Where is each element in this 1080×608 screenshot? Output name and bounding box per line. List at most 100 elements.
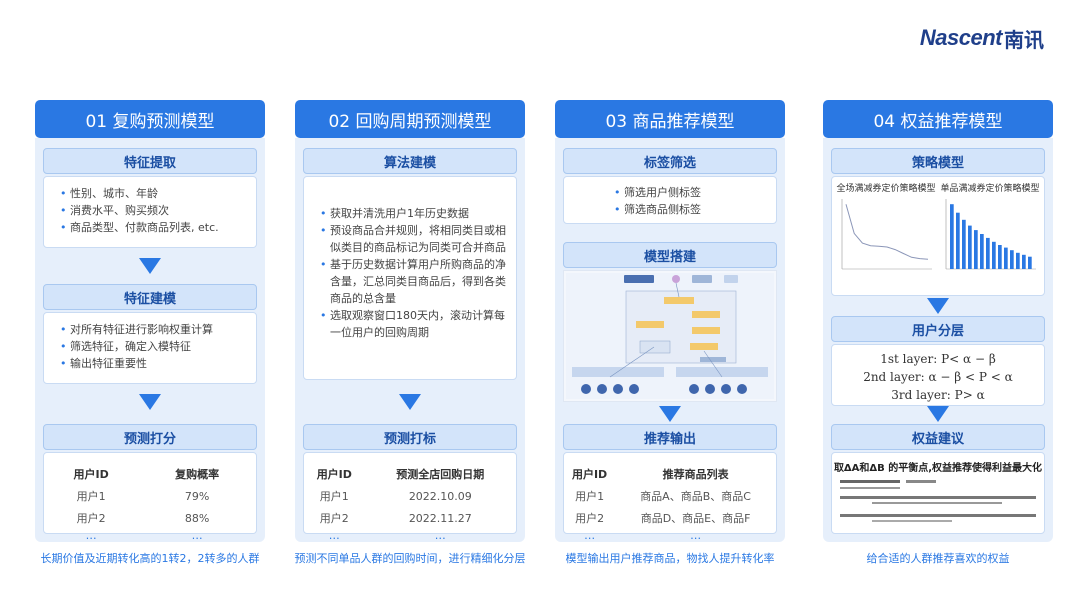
arrow-down-icon <box>139 394 161 410</box>
column-header: 04 权益推荐模型 <box>823 100 1053 138</box>
chart-title: 单品满减券定价策略模型 <box>940 184 1040 194</box>
list-item: 消费水平、购买频次 <box>60 202 248 219</box>
benefit-suggestion-box: 取ΔA和ΔB 的平衡点,权益推荐使得利益最大化 <box>831 452 1045 534</box>
table-cell: 用户1 <box>319 490 349 503</box>
bar <box>986 237 990 269</box>
line-chart <box>841 199 932 270</box>
bar <box>950 204 954 269</box>
column-header-probability: 复购概率 <box>175 468 220 481</box>
table-header-row: 用户ID 推荐商品列表 <box>564 463 776 485</box>
chart-single-product-coupon: 单品满减券定价策略模型 <box>940 183 1040 279</box>
section-title-prediction-score: 预测打分 <box>43 424 257 450</box>
bar <box>1016 252 1020 269</box>
table-row: 用户1 商品A、商品B、商品C <box>564 485 776 507</box>
algorithm-modeling-box: 获取并清洗用户1年历史数据 预设商品合并规则，将相同类目或相似类目的商品标记为同… <box>303 176 517 380</box>
bullet-list: 对所有特征进行影响权重计算 筛选特征，确定入模特征 输出特征重要性 <box>44 313 256 372</box>
table-header-row: 用户ID 预测全店回购日期 <box>304 463 516 485</box>
ellipsis-cell: … <box>690 529 702 542</box>
section-title-recommend-output: 推荐输出 <box>563 424 777 450</box>
table-row: 用户2 2022.11.27 <box>304 507 516 529</box>
recommend-table: 用户ID 推荐商品列表 用户1 商品A、商品B、商品C 用户2 商品D、商品E、… <box>564 463 776 543</box>
bar <box>956 212 960 269</box>
bar <box>1004 247 1008 269</box>
table-cell: 用户1 <box>76 490 106 503</box>
feature-modeling-box: 对所有特征进行影响权重计算 筛选特征，确定入模特征 输出特征重要性 <box>43 312 257 384</box>
series-line <box>845 204 929 260</box>
section-title-model-build: 模型搭建 <box>563 242 777 268</box>
section-title-feature-modeling: 特征建模 <box>43 284 257 310</box>
formula-title: 取ΔA和ΔB 的平衡点,权益推荐使得利益最大化 <box>833 463 1043 474</box>
prediction-tag-box: 用户ID 预测全店回购日期 用户1 2022.10.09 用户2 2022.11… <box>303 452 517 541</box>
ellipsis-cell: … <box>85 529 97 542</box>
feature-extraction-box: 性别、城市、年龄 消费水平、购买频次 商品类型、付款商品列表, etc. <box>43 176 257 248</box>
arrow-down-icon <box>927 406 949 422</box>
list-item: 性别、城市、年龄 <box>60 185 248 202</box>
section-title-prediction-tag: 预测打标 <box>303 424 517 450</box>
bullet-list: 获取并清洗用户1年历史数据 预设商品合并规则，将相同类目或相似类目的商品标记为同… <box>304 177 516 341</box>
section-title-benefit-suggestion: 权益建议 <box>831 424 1045 450</box>
table-row-ellipsis: … … <box>44 529 256 543</box>
arrow-down-icon <box>927 298 949 314</box>
bar <box>992 241 996 269</box>
table-row-ellipsis: … … <box>304 529 516 543</box>
caption-col1: 长期价值及近期转化高的1转2，2转多的人群 <box>40 552 260 565</box>
list-item: 输出特征重要性 <box>60 355 248 372</box>
bar <box>968 225 972 269</box>
table-cell: 用户2 <box>76 512 106 525</box>
score-table: 用户ID 复购概率 用户1 79% 用户2 88% … … <box>44 463 256 543</box>
table-cell: 商品A、商品B、商品C <box>640 490 751 503</box>
bar <box>962 219 966 269</box>
layer-3: 3rd layer: P> α <box>891 388 985 402</box>
caption-col4: 给合适的人群推荐喜欢的权益 <box>866 552 1010 565</box>
table-row: 用户1 79% <box>44 485 256 507</box>
strategy-charts-box: 全场满减券定价策略模型 单品满减券定价策略模型 <box>831 176 1045 296</box>
table-header-row: 用户ID 复购概率 <box>44 463 256 485</box>
caption-col2: 预测不同单品人群的回购时间，进行精细化分层 <box>294 552 526 565</box>
column-header-product-list: 推荐商品列表 <box>662 468 729 481</box>
section-title-feature-extraction: 特征提取 <box>43 148 257 174</box>
column-header: 02 回购周期预测模型 <box>295 100 525 138</box>
bar <box>980 234 984 269</box>
list-item: 基于历史数据计算用户所购商品的净含量，汇总同类目商品后，得到各类商品的总含量 <box>320 256 508 307</box>
arrow-down-icon <box>399 394 421 410</box>
bar <box>1010 250 1014 269</box>
ellipsis-cell: … <box>584 529 596 542</box>
arrow-down-icon <box>139 258 161 274</box>
table-row: 用户1 2022.10.09 <box>304 485 516 507</box>
section-title-user-layering: 用户分层 <box>831 316 1045 342</box>
arrow-down-icon <box>659 406 681 422</box>
chart-full-store-coupon: 全场满减券定价策略模型 <box>836 183 936 279</box>
tag-filter-box: 筛选用户侧标签 筛选商品侧标签 <box>563 176 777 224</box>
brand-logo: Nascent 南讯 <box>920 22 1044 54</box>
table-row-ellipsis: … … <box>564 529 776 543</box>
bar <box>1028 256 1032 269</box>
section-title-algorithm-modeling: 算法建模 <box>303 148 517 174</box>
list-item: 选取观察窗口180天内，滚动计算每一位用户的回购周期 <box>320 307 508 341</box>
list-item: 筛选用户侧标签 <box>614 184 768 201</box>
table-cell: 用户1 <box>575 490 605 503</box>
ellipsis-cell: … <box>191 529 203 542</box>
prediction-score-box: 用户ID 复购概率 用户1 79% 用户2 88% … … <box>43 452 257 541</box>
column-body: 策略模型 全场满减券定价策略模型 单品满减券定价策略模型 用户分层 <box>823 138 1053 542</box>
column-repurchase-model: 01 复购预测模型 特征提取 性别、城市、年龄 消费水平、购买频次 商品类型、付… <box>35 100 265 542</box>
column-product-recommend-model: 03 商品推荐模型 标签筛选 筛选用户侧标签 筛选商品侧标签 模型搭建 <box>555 100 785 542</box>
chart-title: 全场满减券定价策略模型 <box>836 184 936 194</box>
table-row: 用户2 商品D、商品E、商品F <box>564 507 776 529</box>
list-item: 筛选商品侧标签 <box>614 201 768 218</box>
bullet-list: 筛选用户侧标签 筛选商品侧标签 <box>564 177 776 218</box>
column-header-user-id: 用户ID <box>73 468 109 481</box>
list-item: 商品类型、付款商品列表, etc. <box>60 219 248 236</box>
caption-col3: 模型输出用户推荐商品，物找人提升转化率 <box>565 552 775 565</box>
bar <box>1022 254 1026 269</box>
tag-table: 用户ID 预测全店回购日期 用户1 2022.10.09 用户2 2022.11… <box>304 463 516 543</box>
column-repurchase-cycle-model: 02 回购周期预测模型 算法建模 获取并清洗用户1年历史数据 预设商品合并规则，… <box>295 100 525 542</box>
column-body: 特征提取 性别、城市、年龄 消费水平、购买频次 商品类型、付款商品列表, etc… <box>35 138 265 542</box>
table-cell: 2022.11.27 <box>408 511 472 525</box>
column-body: 算法建模 获取并清洗用户1年历史数据 预设商品合并规则，将相同类目或相似类目的商… <box>295 138 525 542</box>
column-header: 03 商品推荐模型 <box>555 100 785 138</box>
column-benefit-recommend-model: 04 权益推荐模型 策略模型 全场满减券定价策略模型 单品满减券定价策略模型 <box>823 100 1053 542</box>
layer-2: 2nd layer: α − β < P < α <box>863 370 1013 384</box>
section-title-tag-filter: 标签筛选 <box>563 148 777 174</box>
table-cell: 用户2 <box>575 512 605 525</box>
list-item: 获取并清洗用户1年历史数据 <box>320 205 508 222</box>
